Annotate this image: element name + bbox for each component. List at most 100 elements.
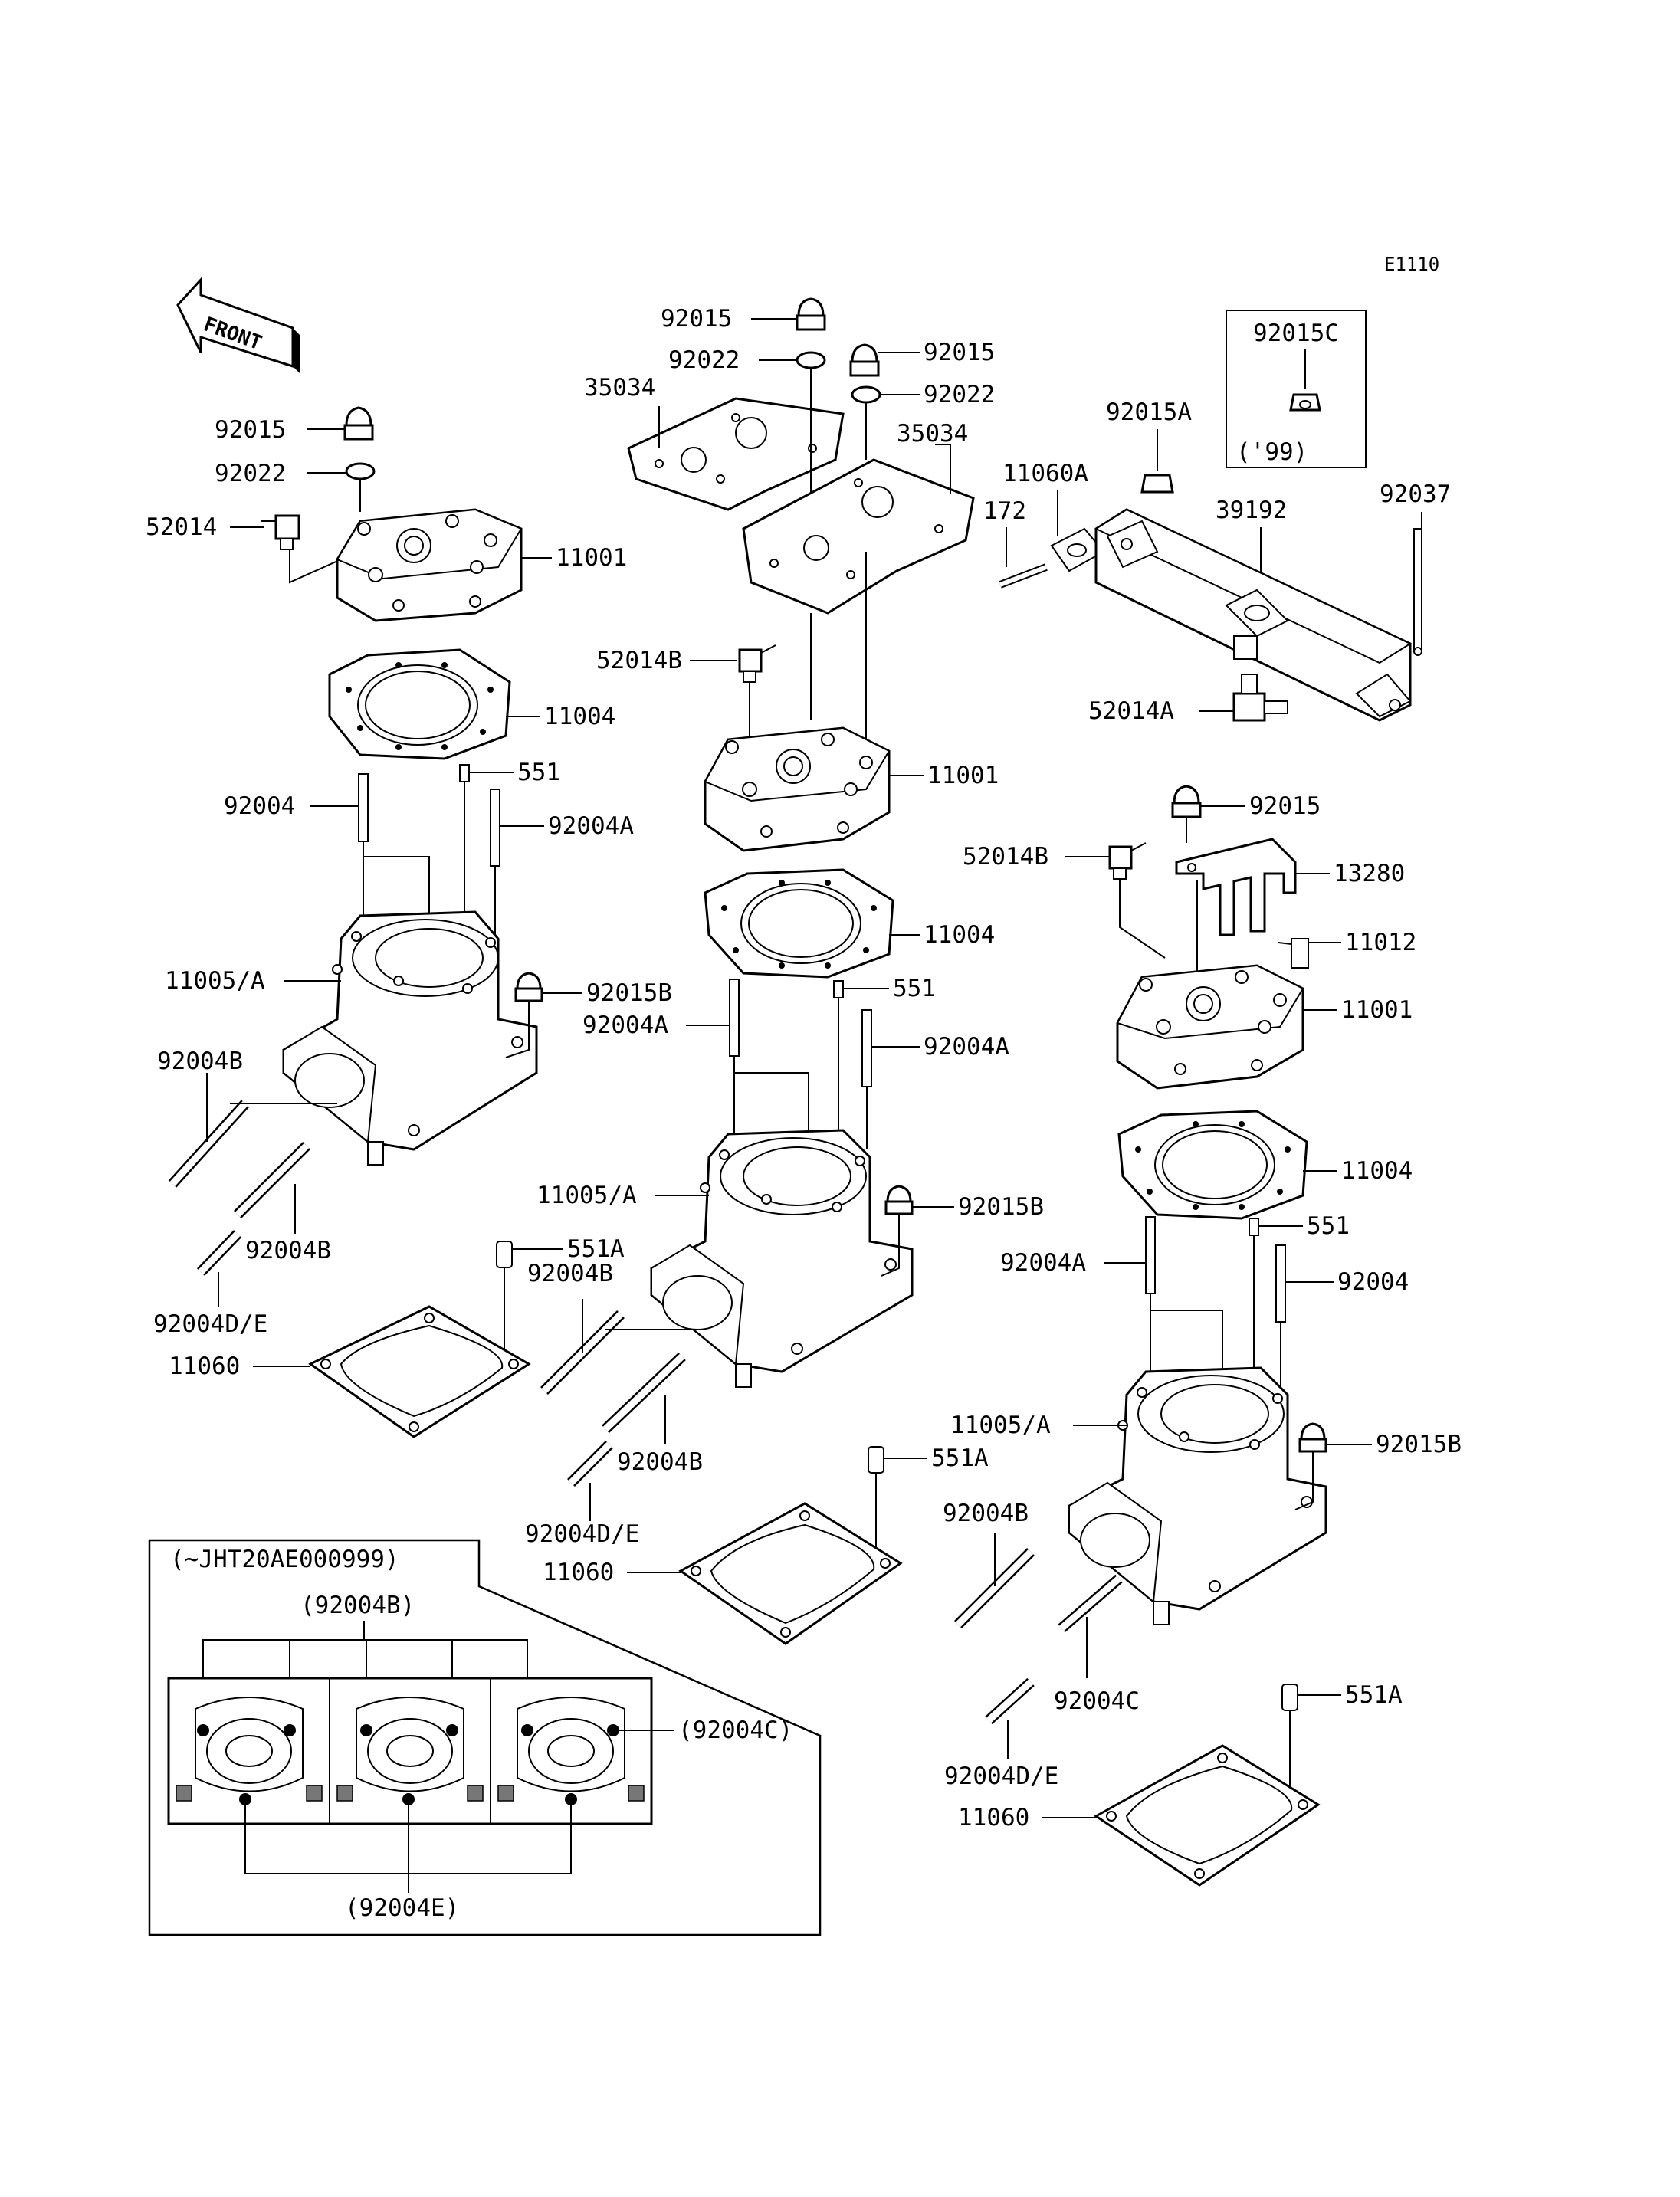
head-gasket-left [328,648,511,760]
base-gasket-mid [678,1502,903,1645]
dowel-pin-icon [1249,1218,1259,1236]
base-gasket-right [1094,1744,1321,1887]
stud-icon [1275,1244,1286,1323]
label-11004-left: 11004 [544,703,615,730]
label-92004DE-left: 92004D/E [153,1310,267,1338]
label-92004A-right: 92004A [1000,1249,1086,1277]
base-gasket-left [308,1305,531,1438]
label-551A-left: 551A [567,1235,625,1263]
label-11001-right: 11001 [1341,996,1413,1024]
sensor-11012 [1278,938,1309,969]
inset-label-92004E: (92004E) [345,1894,459,1922]
label-92015-right: 92015 [1249,792,1321,820]
label-35034-mid-2: 35034 [897,420,968,448]
cylinder-block-inset [167,1677,653,1825]
cylinder-right [1068,1366,1327,1625]
label-11004-mid: 11004 [924,921,995,949]
right-cylinder-assembly: 92015 52014B 13280 11012 [943,785,1462,1887]
fitting-icon [1232,674,1288,722]
cap-nut-icon [796,297,826,331]
left-cylinder-assembly: 92015 92022 52014 1100 [146,406,672,1438]
plug-icon [1140,474,1174,494]
bracket-plate-upper [627,397,845,511]
label-92004B-left-1: 92004B [157,1048,243,1075]
label-551-left: 551 [517,759,560,786]
label-92004B-mid-2: 92004B [617,1448,703,1476]
label-11004-right: 11004 [1341,1157,1413,1185]
cap-nut-icon [849,343,880,377]
label-11005A-left: 11005/A [165,967,265,995]
stud-icon [729,979,740,1057]
label-92004A-mid-2: 92004A [924,1033,1009,1061]
inset-label-92004B: (92004B) [300,1592,415,1619]
label-92004B-mid-1: 92004B [527,1260,613,1287]
label-11005A-mid: 11005/A [536,1182,637,1209]
label-92015B-mid: 92015B [958,1193,1044,1221]
label-11012: 11012 [1345,929,1416,956]
cylinder-mid [650,1129,914,1388]
head-gasket-right [1117,1110,1308,1220]
cylinder-head-right [1116,964,1304,1090]
label-92004-left: 92004 [224,792,295,820]
dowel-pin-icon [496,1241,513,1268]
washer-icon [796,351,826,369]
cylinder-head-left [336,508,523,622]
label-92004C: 92004C [1054,1687,1140,1715]
washer-icon [851,385,881,404]
clip-rod-icon [1413,528,1422,652]
fitting-icon [738,644,776,683]
label-551A-mid: 551A [931,1444,989,1472]
label-92015-mid-1: 92015 [661,305,732,333]
label-92004B-left-2: 92004B [245,1237,331,1264]
label-92004DE-mid: 92004D/E [525,1520,639,1548]
label-52014B-mid: 52014B [596,647,682,674]
label-11001-left: 11001 [556,544,627,572]
label-92015-left: 92015 [215,416,286,444]
serial-inset: (~JHT20AE000999) (92004B) [148,1539,822,1936]
label-92015A: 92015A [1106,398,1192,426]
label-92022-mid-1: 92022 [668,346,740,374]
inset-title: (~JHT20AE000999) [170,1546,399,1573]
cap-nut-icon [514,972,543,1002]
label-92037: 92037 [1380,480,1451,508]
middle-cylinder-assembly: 92015 92022 92015 92022 35034 [525,297,1044,1645]
water-manifold [1094,508,1413,722]
label-13280: 13280 [1334,860,1405,887]
nut-icon [1289,393,1321,412]
label-551-mid: 551 [893,975,936,1002]
stud-icon [1145,1216,1156,1294]
cap-nut-icon [343,406,374,441]
inset-label-92004C: (92004C) [678,1717,792,1744]
bracket-13280 [1175,838,1297,936]
label-52014B-right: 52014B [963,843,1048,871]
bracket-plate-lower [742,458,975,615]
label-551-right: 551 [1307,1212,1350,1240]
diagram-code: E1110 [1384,254,1439,275]
label-92015C: 92015C [1253,320,1339,347]
stud-icon [861,1009,872,1087]
label-39192: 39192 [1216,497,1287,524]
label-52014-left: 52014 [146,513,217,541]
label-92004A-mid-1: 92004A [582,1012,668,1039]
label-11060-left: 11060 [169,1353,240,1380]
cap-nut-icon [1298,1422,1327,1453]
cap-nut-icon [1171,785,1202,818]
label-11005A-right: 11005/A [950,1412,1051,1439]
label-172: 172 [983,497,1026,525]
dowel-pin-icon [459,764,470,782]
head-gasket-mid [704,868,894,979]
cylinder-head-mid [704,726,891,852]
fitting-icon [1108,842,1147,880]
flange-gasket-icon [1050,527,1105,572]
label-11001-mid: 11001 [927,762,999,789]
stud-icon [490,789,500,867]
dowel-pin-icon [1281,1684,1298,1711]
label-551A-right: 551A [1345,1681,1403,1709]
label-35034-mid-1: 35034 [584,374,655,402]
stud-icon [358,773,369,842]
washer-icon [345,462,376,480]
dowel-pin-icon [833,980,844,998]
label-52014A: 52014A [1088,697,1174,725]
fitting-icon [261,514,300,550]
label-92015B-right: 92015B [1376,1431,1462,1458]
